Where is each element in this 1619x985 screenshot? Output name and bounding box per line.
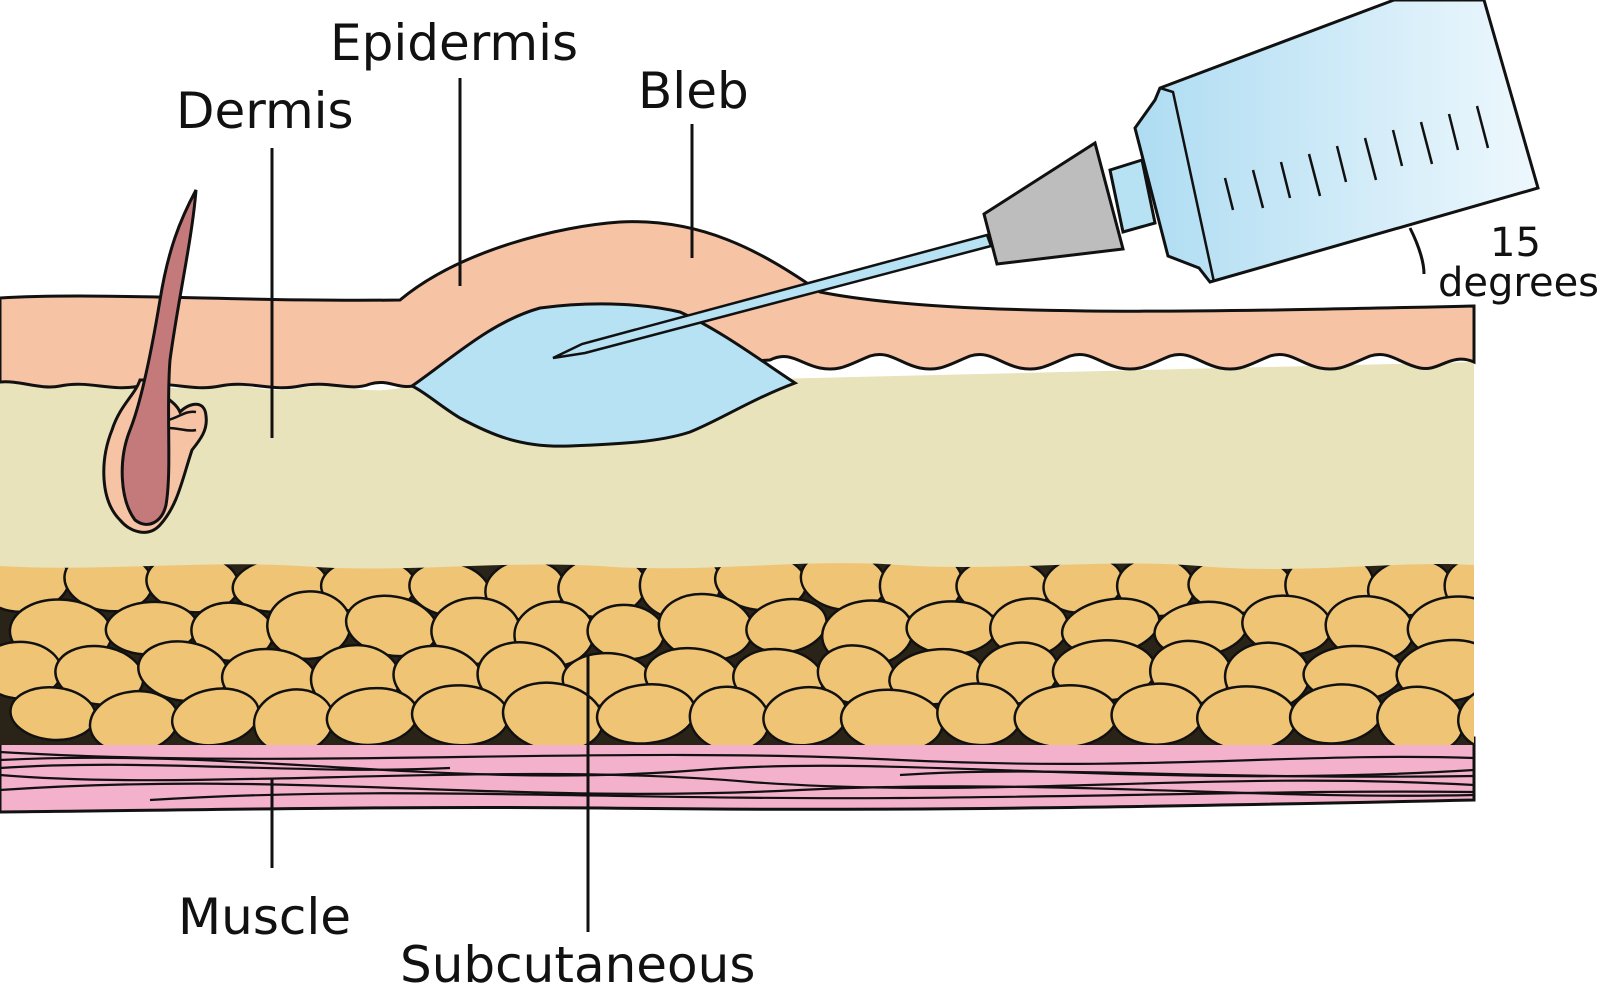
bleb <box>408 302 799 448</box>
fat-cell <box>1492 646 1582 702</box>
label-angle-value: 15 <box>1490 220 1541 266</box>
muscle-layer <box>0 736 1476 814</box>
needle-hub <box>982 140 1157 266</box>
fat-cell <box>1195 685 1298 745</box>
muscle-fibers <box>0 750 1474 802</box>
subcutaneous-fat-layer <box>0 555 1582 745</box>
label-subcutaneous: Subcutaneous <box>400 936 755 985</box>
label-dermis: Dermis <box>176 82 354 140</box>
dermis-layer <box>0 362 1474 569</box>
needle <box>552 233 993 360</box>
fat-cell <box>905 600 998 656</box>
label-angle-unit: degrees <box>1438 260 1599 306</box>
label-muscle: Muscle <box>178 888 351 946</box>
fat-cell <box>1493 587 1580 664</box>
fat-cell <box>1456 682 1474 745</box>
syringe-barrel <box>1133 0 1540 284</box>
fat-cells <box>0 555 1582 745</box>
label-bleb: Bleb <box>638 62 749 120</box>
angle-arc <box>1408 227 1426 275</box>
label-epidermis: Epidermis <box>330 14 578 72</box>
syringe-graduations <box>1223 105 1490 211</box>
hair-follicle <box>102 189 208 534</box>
